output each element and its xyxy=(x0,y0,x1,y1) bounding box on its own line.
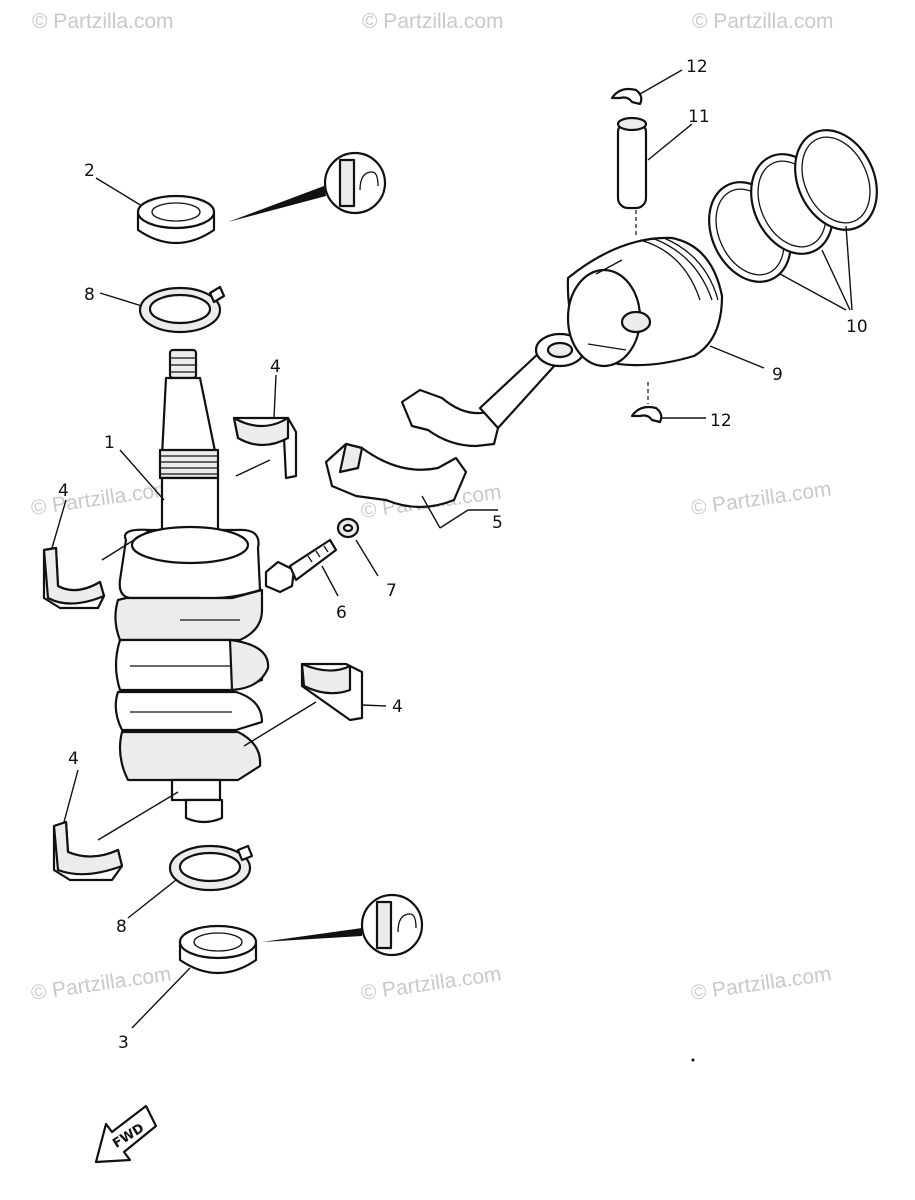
label-part-4-upper-left: 4 xyxy=(58,481,69,501)
grease-icon-top xyxy=(228,151,387,222)
watermark: © Partzilla.com xyxy=(359,962,502,1004)
label-part-11: 11 xyxy=(688,107,710,127)
bearing-lower-right xyxy=(300,662,387,722)
watermark: © Partzilla.com xyxy=(32,10,174,33)
connecting-rod xyxy=(324,332,586,529)
piston-pin xyxy=(616,116,693,238)
watermark: © Partzilla.com xyxy=(689,477,832,519)
watermark: © Partzilla.com xyxy=(29,962,172,1004)
oil-seal-bottom xyxy=(131,924,258,1029)
oil-seal-top xyxy=(95,177,216,245)
grease-icon-bottom xyxy=(262,893,424,957)
label-part-8-bottom: 8 xyxy=(116,917,127,937)
circlip-bottom xyxy=(630,382,706,424)
label-part-9: 9 xyxy=(772,365,783,385)
washer-top xyxy=(99,285,226,334)
label-part-5: 5 xyxy=(492,513,503,533)
watermark: © Partzilla.com xyxy=(689,962,832,1004)
watermarks: © Partzilla.com © Partzilla.com © Partzi… xyxy=(29,10,833,1005)
label-part-1: 1 xyxy=(104,433,115,453)
bolt xyxy=(264,538,339,597)
watermark: © Partzilla.com xyxy=(29,477,172,519)
label-part-2: 2 xyxy=(84,161,95,181)
label-part-6: 6 xyxy=(336,603,347,623)
label-part-10: 10 xyxy=(846,317,868,337)
part-number-labels: 2 8 4 1 4 4 4 5 6 7 8 3 9 10 11 12 12 xyxy=(58,57,868,1053)
bearing-lower-left xyxy=(52,769,124,882)
label-part-4-upper-right: 4 xyxy=(270,357,281,377)
label-part-12-top: 12 xyxy=(686,57,708,77)
bearing-upper-right xyxy=(232,374,298,480)
crankshaft xyxy=(114,348,270,824)
circlip-top xyxy=(610,69,683,106)
label-part-12-bottom: 12 xyxy=(710,411,732,431)
label-part-7: 7 xyxy=(386,581,397,601)
watermark: © Partzilla.com xyxy=(692,10,834,33)
watermark: © Partzilla.com xyxy=(362,10,504,33)
bearing-upper-left xyxy=(42,499,106,610)
forward-arrow-icon: FWD xyxy=(94,1104,158,1164)
label-part-3: 3 xyxy=(118,1033,129,1053)
lock-washer xyxy=(336,517,379,577)
piston-rings xyxy=(708,129,878,311)
piston xyxy=(566,236,765,369)
label-part-4-lower-right: 4 xyxy=(392,697,403,717)
speck xyxy=(691,1058,695,1062)
label-part-4-lower-left: 4 xyxy=(68,749,79,769)
leader-lines xyxy=(97,449,317,841)
washer-bottom xyxy=(127,844,254,919)
label-part-8-top: 8 xyxy=(84,285,95,305)
